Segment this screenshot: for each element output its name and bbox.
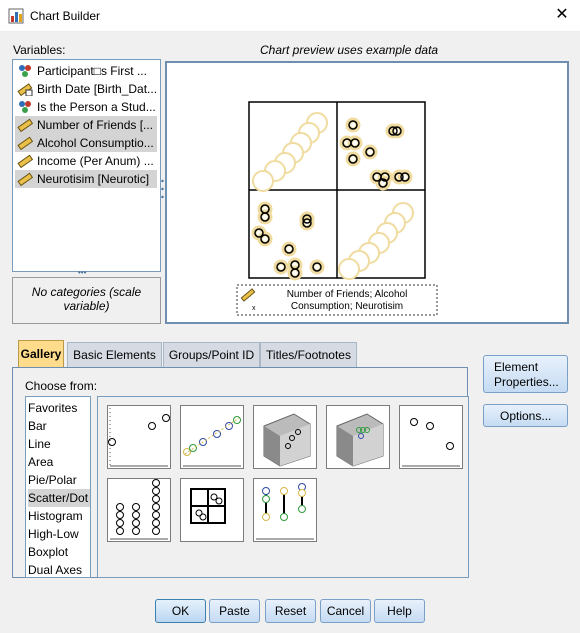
window-title: Chart Builder (30, 9, 101, 23)
title-bar: Chart Builder ✕ (0, 0, 580, 32)
thumb-grouped-scatter[interactable] (180, 405, 244, 469)
scale-ruler-icon (17, 136, 34, 151)
variable-label: Birth Date [Birth_Dat... (37, 82, 157, 96)
thumb-summary-point[interactable] (399, 405, 463, 469)
paste-button[interactable]: Paste (209, 599, 260, 623)
variable-label: Alcohol Consumptio... (37, 136, 154, 150)
nominal-icon (17, 64, 33, 78)
thumb-simple-scatter[interactable] (107, 405, 171, 469)
scale-ruler-icon (17, 118, 34, 133)
variable-item[interactable]: Participant□s First ... (15, 62, 157, 80)
svg-text:x: x (252, 305, 256, 312)
scatter-matrix-preview: x (236, 101, 438, 316)
chart-type-item[interactable]: Favorites (28, 401, 78, 415)
thumb-grouped-3d-scatter[interactable] (326, 405, 390, 469)
date-scale-icon (17, 82, 33, 97)
variable-label: Number of Friends [... (37, 118, 154, 132)
ruler-icon: x (240, 288, 256, 312)
cancel-button[interactable]: Cancel (320, 599, 371, 623)
choose-from-label: Choose from: (25, 379, 98, 393)
chart-type-item[interactable]: Scatter/Dot (28, 489, 90, 507)
chart-type-item[interactable]: Histogram (28, 509, 83, 523)
chart-type-item[interactable]: High-Low (28, 527, 79, 541)
element-properties-line2: Properties... (494, 375, 559, 389)
scale-ruler-icon (17, 154, 34, 169)
thumb-scatter-matrix[interactable] (180, 478, 244, 542)
variables-list[interactable]: Participant□s First ... Birth Date [Birth… (12, 59, 161, 272)
thumb-drop-line[interactable] (253, 478, 317, 542)
variable-label: Income (Per Anum) ... (37, 154, 154, 168)
variables-label: Variables: (13, 43, 66, 57)
chart-preview-canvas[interactable]: x Number of Friends; Alcohol Consumption… (165, 61, 569, 324)
variable-item[interactable]: Income (Per Anum) ... (15, 152, 157, 170)
variable-item[interactable]: Birth Date [Birth_Dat... (15, 80, 157, 98)
variable-label: Neurotisim [Neurotic] (37, 172, 150, 186)
element-properties-line1: Element (494, 360, 539, 374)
options-button[interactable]: Options... (483, 404, 568, 427)
thumbnail-grid (97, 396, 469, 578)
categories-text: No categories (scale variable) (31, 285, 142, 313)
nominal-icon (17, 100, 33, 114)
close-icon[interactable]: ✕ (555, 6, 569, 23)
variable-label: Participant□s First ... (37, 64, 147, 78)
variable-item[interactable]: Alcohol Consumptio... (15, 134, 157, 152)
thumb-dot-plot[interactable] (107, 478, 171, 542)
variable-item[interactable]: Number of Friends [... (15, 116, 157, 134)
axis-label-line1: Number of Friends; Alcohol (286, 289, 408, 300)
tab-gallery[interactable]: Gallery (18, 340, 64, 369)
ok-button[interactable]: OK (155, 599, 206, 623)
chart-type-item[interactable]: Area (28, 455, 54, 469)
chart-type-item[interactable]: Pie/Polar (28, 473, 77, 487)
chart-builder-icon (8, 8, 24, 24)
reset-button[interactable]: Reset (265, 599, 316, 623)
variable-item[interactable]: Is the Person a Stud... (15, 98, 157, 116)
chart-type-item[interactable]: Bar (28, 419, 47, 433)
categories-box: No categories (scale variable) (12, 277, 161, 324)
tab-basic-elements[interactable]: Basic Elements (67, 342, 162, 368)
scale-ruler-icon (17, 172, 34, 187)
variable-label: Is the Person a Stud... (37, 100, 156, 114)
chart-type-item[interactable]: Boxplot (28, 545, 69, 559)
preview-caption: Chart preview uses example data (260, 43, 439, 57)
tab-titles-footnotes[interactable]: Titles/Footnotes (260, 342, 357, 368)
help-button[interactable]: Help (374, 599, 425, 623)
thumb-3d-scatter[interactable] (253, 405, 317, 469)
axis-label-line2: Consumption; Neurotisim (290, 301, 404, 312)
variable-item[interactable]: Neurotisim [Neurotic] (15, 170, 157, 188)
vertical-splitter-handle[interactable] (161, 178, 164, 200)
splitter-handle[interactable]: ••• (78, 268, 87, 277)
tab-groups-point-id[interactable]: Groups/Point ID (163, 342, 260, 368)
chart-type-item[interactable]: Line (28, 437, 51, 451)
element-properties-button[interactable]: Element Properties... (483, 355, 568, 393)
chart-type-item[interactable]: Dual Axes (28, 563, 83, 577)
preview-axis-label[interactable]: Number of Friends; Alcohol Consumption; … (257, 289, 437, 313)
